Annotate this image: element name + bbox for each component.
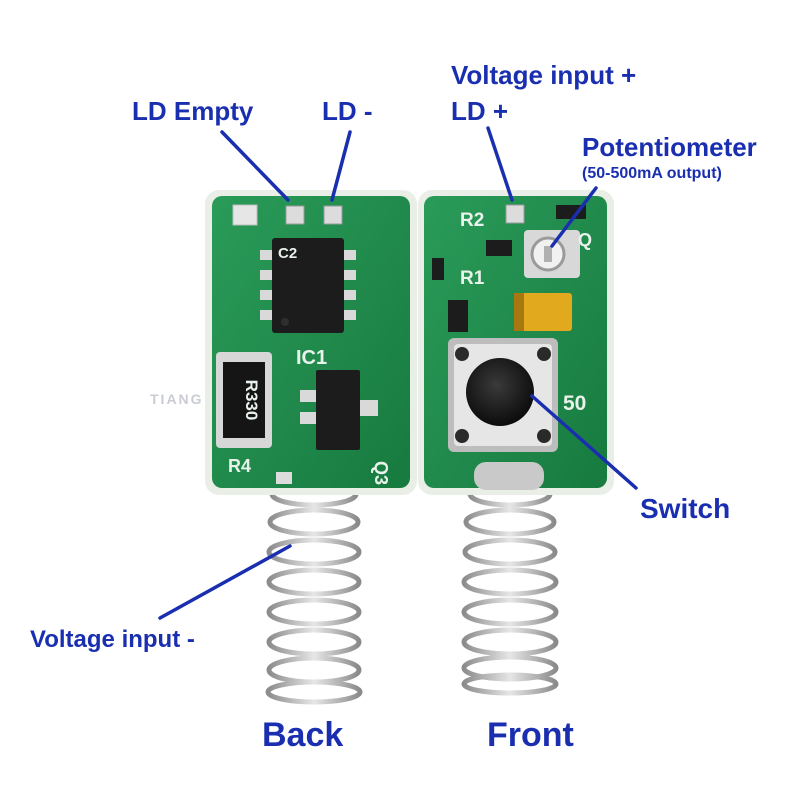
r1-label: R1 — [460, 268, 485, 289]
ic1-label: IC1 — [296, 347, 327, 369]
resistor-r330: R330 — [216, 352, 272, 448]
ic1-chip — [260, 238, 356, 333]
back-spring — [265, 480, 363, 705]
r2-label: R2 — [460, 210, 484, 231]
front-board: R2 R1 Q 50 — [418, 190, 614, 495]
front-spring — [461, 480, 559, 696]
label-front: Front — [487, 716, 574, 754]
q-label: Q — [578, 230, 592, 250]
r4-label: R4 — [228, 456, 251, 476]
callout-line-ld-empty — [220, 130, 290, 202]
potentiometer-component — [524, 230, 580, 278]
callout-line-ld-plus — [486, 126, 514, 202]
label-ld-plus: LD + — [451, 96, 509, 126]
label-switch: Switch — [640, 493, 731, 524]
q3-label: Q3 — [371, 461, 391, 485]
label-ld-empty: LD Empty — [132, 96, 254, 126]
label-potentiometer: Potentiometer — [582, 132, 757, 162]
label-potentiometer-range: (50-500mA output) — [582, 165, 722, 182]
c2-label: C2 — [278, 245, 297, 262]
watermark-text: TIANG — [150, 391, 204, 407]
label-voltage-input-plus: Voltage input + — [451, 60, 637, 90]
callout-line-switch — [530, 394, 638, 490]
label-voltage-input-minus: Voltage input - — [30, 626, 195, 653]
tactile-switch — [448, 338, 558, 452]
back-board: R330 IC1 R4 Q3 C2 — [205, 190, 417, 495]
callout-line-potentiometer — [550, 186, 598, 248]
board-code-label: 50 — [563, 392, 586, 415]
label-ld-minus: LD - — [322, 96, 373, 126]
label-back: Back — [262, 716, 344, 754]
callout-lines — [158, 126, 638, 620]
resistor-value-text: R330 — [242, 380, 261, 421]
q3-transistor — [300, 370, 378, 450]
callout-line-ld-minus — [330, 130, 352, 202]
callout-line-voltage-minus — [158, 544, 292, 620]
